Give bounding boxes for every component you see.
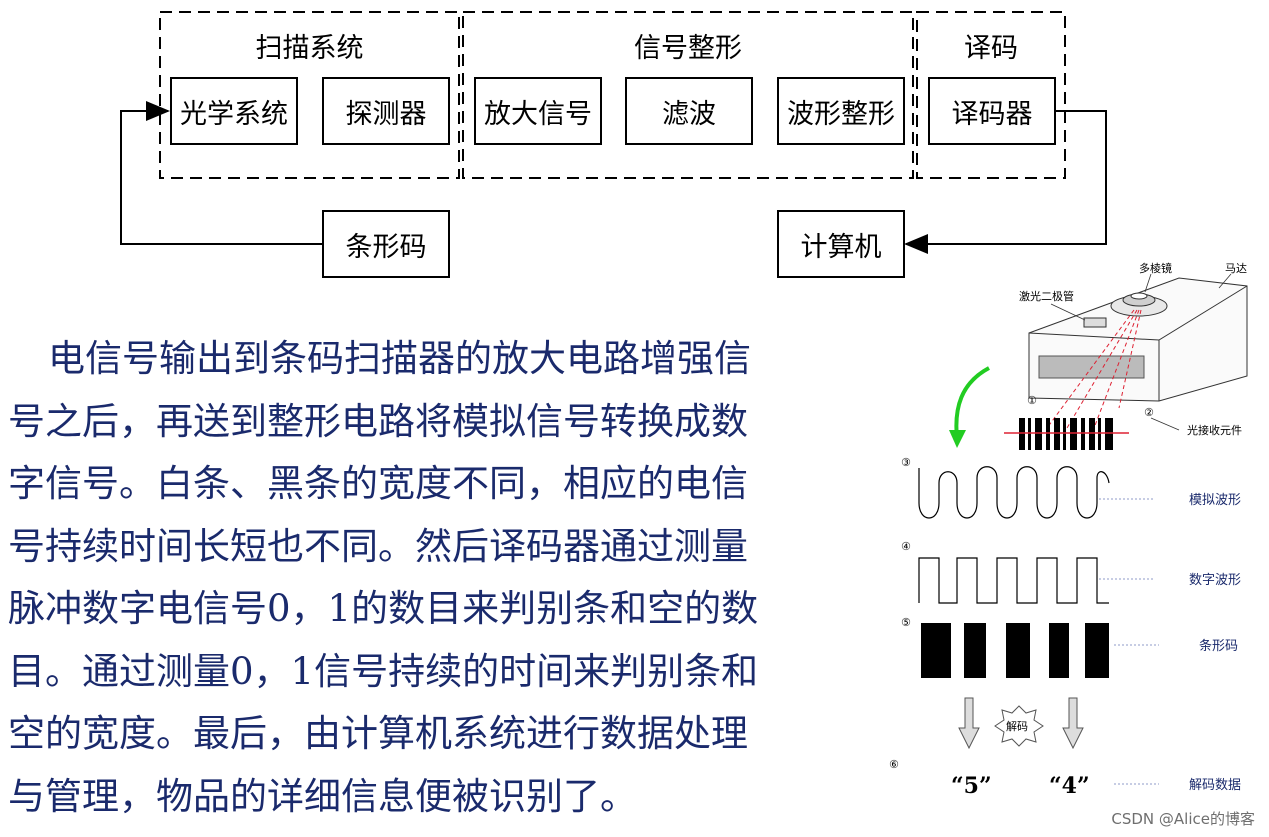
decoded-data-label: 解码数据 [1189, 778, 1241, 793]
scan-group-label: 扫描系统 [255, 33, 364, 64]
barcode-box: 条形码 [322, 210, 450, 278]
motor-label: 马达 [1225, 262, 1247, 275]
decoder-to-computer-line [904, 110, 1107, 254]
explanation-paragraph: 电信号输出到条码扫描器的放大电路增强信 号之后，再送到整形电路将模拟信号转换成数… [8, 328, 873, 828]
filter-box: 滤波 [625, 77, 753, 145]
paragraph-line: 脉冲数字电信号0，1的数目来判别条和空的数 [8, 587, 759, 630]
polygon-mirror-label: 多棱镜 [1139, 261, 1172, 275]
decoder-box: 译码器 [928, 77, 1056, 145]
barcode-bars [921, 623, 1109, 678]
digital-wave-label: 数字波形 [1189, 573, 1241, 588]
computer-box: 计算机 [777, 210, 905, 278]
scan-group-frame [159, 11, 460, 179]
scanned-barcode [1019, 418, 1113, 450]
paragraph-line: 目。通过测量0，1信号持续的时间来判别条和 [8, 649, 759, 693]
decode-arrows [958, 697, 1084, 750]
detector-box: 探测器 [322, 77, 450, 145]
marker-5: ⑤ [901, 616, 911, 629]
marker-3: ③ [901, 456, 911, 469]
decode-label: 解码 [1006, 719, 1028, 733]
laser-diode-label: 激光二极管 [1019, 289, 1074, 303]
polygon-mirror-icon [1110, 292, 1168, 317]
shaping-group-frame [462, 11, 914, 179]
paragraph-line: 与管理，物品的详细信息便被识别了。 [8, 774, 637, 818]
csdn-watermark: CSDN @Alice的博客 [1111, 810, 1255, 828]
digit-4: “4” [1049, 773, 1090, 799]
paragraph-line: 字信号。白条、黑条的宽度不同，相应的电信 [8, 462, 748, 505]
diagram-connectors [120, 11, 1107, 254]
paragraph-line: 空的宽度。最后，由计算机系统进行数据处理 [8, 712, 748, 755]
amplify-box: 放大信号 [474, 77, 602, 145]
scanner-illustration: 多棱镜 马达 激光二极管 ① ② 光接收元件 ③ 模拟波形 ④ 数字波形 [889, 261, 1248, 799]
analog-waveform [918, 466, 1110, 519]
digit-5: “5” [951, 773, 992, 799]
shaping-group-label: 信号整形 [634, 33, 742, 64]
waveshape-box: 波形整形 [777, 77, 905, 145]
barcode-side-label: 条形码 [1199, 638, 1238, 654]
green-arrow-icon [954, 366, 990, 439]
decode-group-frame [916, 11, 1066, 179]
analog-wave-label: 模拟波形 [1189, 493, 1241, 508]
digital-waveform [918, 557, 1109, 604]
laser-beams [1046, 309, 1142, 429]
decode-group-label: 译码 [964, 33, 1018, 64]
optics-box: 光学系统 [170, 77, 298, 145]
marker-1: ① [1027, 394, 1037, 407]
marker-6: ⑥ [889, 758, 899, 771]
marker-2: ② [1144, 406, 1154, 419]
paragraph-line: 号持续时间长短也不同。然后译码器通过测量 [8, 524, 748, 568]
receiver-label: 光接收元件 [1187, 423, 1242, 437]
barcode-to-optics-line [120, 101, 322, 245]
paragraph-line: 电信号输出到条码扫描器的放大电路增强信 [48, 337, 751, 380]
laser-diode-icon [1083, 317, 1107, 328]
decode-starburst [994, 705, 1044, 747]
paragraph-line: 号之后，再送到整形电路将模拟信号转换成数 [8, 399, 748, 443]
marker-4: ④ [901, 540, 911, 553]
